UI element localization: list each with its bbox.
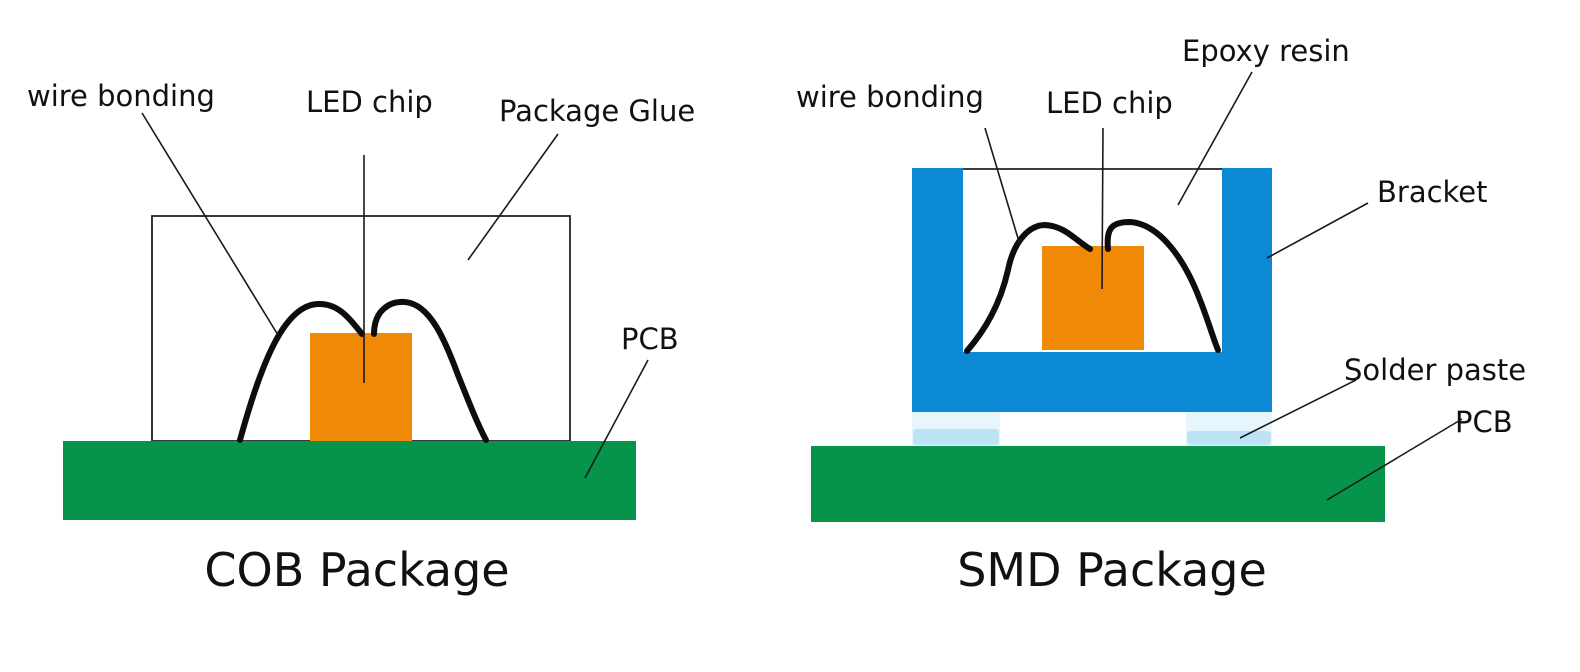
smd-solder-paste-right-deposit — [1187, 431, 1271, 445]
smd-label-epoxy-resin: Epoxy resin — [1182, 34, 1350, 68]
smd-solder-paste-left-deposit — [913, 429, 999, 445]
smd-label-wire-bonding: wire bonding — [796, 80, 984, 114]
smd-leader-bracket — [1266, 202, 1369, 259]
cob-bonding-wire-left — [237, 301, 365, 443]
smd-leader-pcb — [1326, 418, 1463, 501]
smd-bracket — [912, 168, 1272, 412]
smd-leader-led-chip — [1101, 127, 1104, 290]
smd-title: SMD Package — [957, 543, 1267, 597]
smd-label-pcb: PCB — [1455, 405, 1513, 439]
cob-led-chip — [310, 333, 412, 441]
cob-label-wire-bonding: wire bonding — [27, 79, 215, 113]
cob-pcb — [63, 441, 636, 520]
cob-leader-pcb — [584, 359, 649, 479]
smd-pcb — [811, 446, 1385, 522]
cob-leader-package-glue — [467, 133, 559, 261]
smd-label-led-chip: LED chip — [1046, 86, 1173, 120]
smd-label-bracket: Bracket — [1377, 175, 1488, 209]
cob-bonding-wire-right — [371, 298, 489, 443]
smd-package: Epoxy resin wire bonding LED chip Bracke… — [796, 34, 1526, 597]
cob-package: wire bonding LED chip Package Glue PCB C… — [27, 79, 695, 597]
cob-title: COB Package — [204, 543, 509, 597]
cob-leader-wire-bonding — [141, 112, 279, 336]
smd-leader-epoxy-resin — [1177, 71, 1253, 206]
cob-label-pcb: PCB — [621, 322, 679, 356]
smd-bonding-wire-right — [1104, 219, 1221, 353]
smd-led-chip — [1042, 246, 1144, 350]
smd-label-solder-paste: Solder paste — [1344, 353, 1526, 387]
smd-leader-solder-paste — [1239, 379, 1357, 439]
cob-label-package-glue: Package Glue — [499, 94, 695, 128]
cob-label-led-chip: LED chip — [306, 85, 433, 119]
smd-leader-wire-bonding — [984, 127, 1021, 246]
